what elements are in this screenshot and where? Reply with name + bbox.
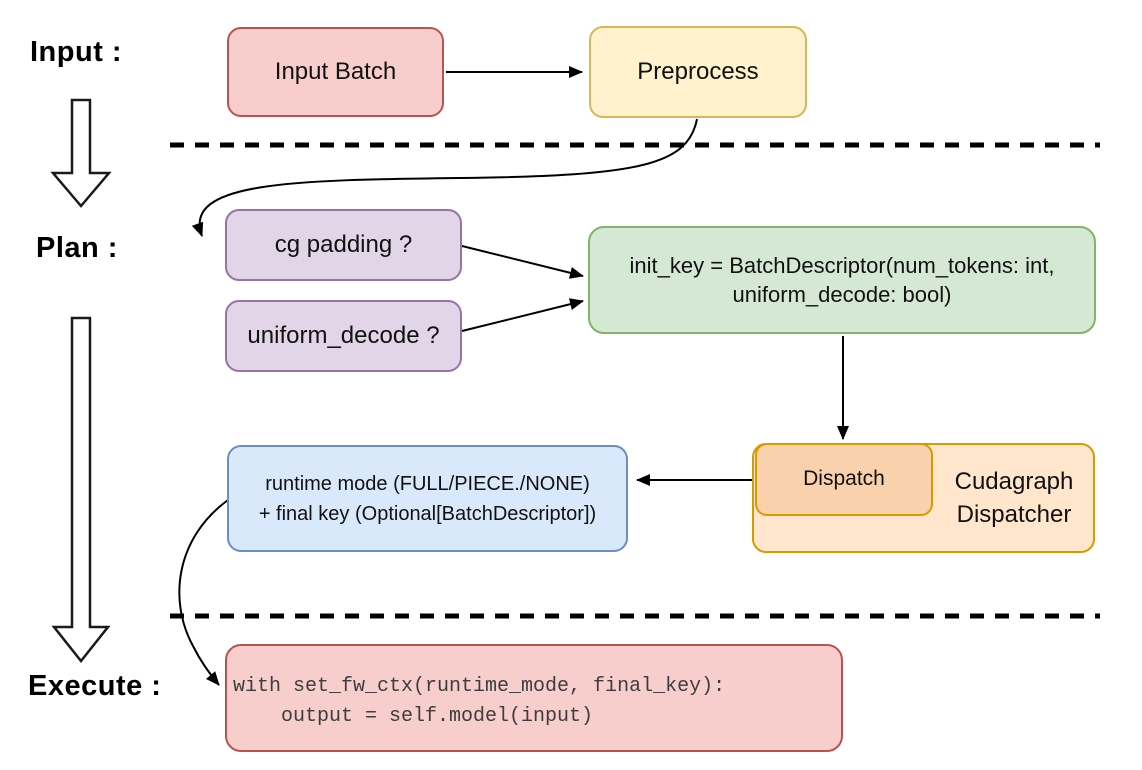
arrow-preprocess-to-cgpadding — [191, 118, 698, 237]
node-input-batch: Input Batch — [227, 27, 444, 117]
runtime-mode-line1: runtime mode (FULL/PIECE./NONE) — [265, 472, 590, 495]
node-execute-code: with set_fw_ctx(runtime_mode, final_key)… — [225, 644, 843, 752]
node-dispatch: Dispatch — [755, 443, 933, 516]
stage-label-input: Input : — [30, 36, 123, 68]
init-key-line2: uniform_decode: bool) — [732, 282, 952, 307]
stage-arrow-input-to-plan-icon — [50, 98, 112, 208]
node-preprocess: Preprocess — [589, 26, 807, 118]
node-uniform-decode: uniform_decode ? — [225, 300, 462, 372]
arrow-uniformdecode-to-initkey — [461, 298, 584, 332]
stage-label-plan: Plan : — [36, 232, 118, 264]
node-init-key: init_key = BatchDescriptor(num_tokens: i… — [588, 226, 1096, 334]
arrow-runtime-to-execute — [178, 499, 229, 686]
runtime-mode-line2: + final key (Optional[BatchDescriptor]) — [258, 502, 597, 525]
node-runtime-mode: runtime mode (FULL/PIECE./NONE) + final … — [227, 445, 628, 552]
stage-arrow-plan-to-execute-icon — [51, 316, 111, 664]
cudagraph-dispatcher-label: Cudagraph Dispatcher — [954, 468, 1074, 528]
execute-code-line2: output = self.model(input) — [233, 705, 594, 728]
node-cg-padding: cg padding ? — [225, 209, 462, 281]
init-key-line1: init_key = BatchDescriptor(num_tokens: i… — [629, 253, 1055, 278]
arrow-cgpadding-to-initkey — [461, 245, 584, 279]
stage-label-execute: Execute : — [28, 670, 162, 702]
execute-code-line1: with set_fw_ctx(runtime_mode, final_key)… — [233, 675, 726, 698]
